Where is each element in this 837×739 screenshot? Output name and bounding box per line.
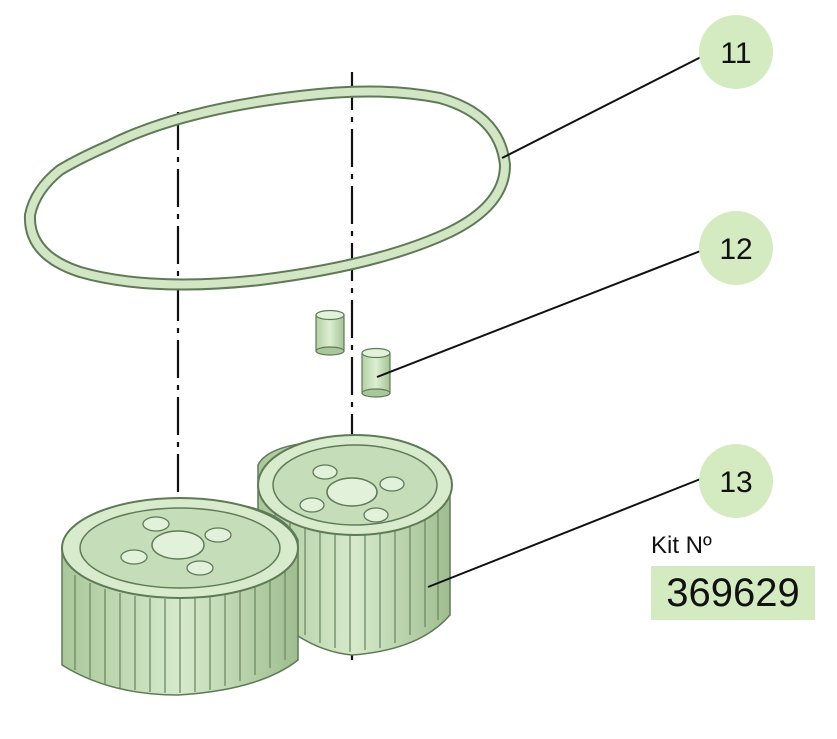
callout-12-label: 12 [719,233,752,266]
gear-pair-part [61,434,453,696]
leader-lines [376,55,704,588]
kit-number-label: Kit Nº [651,532,712,559]
callout-11: 11 [699,15,773,89]
callout-12: 12 [699,211,773,285]
pin-part-left [315,309,345,356]
o-ring-part [23,85,511,291]
gear-left [61,497,299,696]
callout-13: 13 [699,444,773,518]
kit-number-badge: 369629 [651,566,815,620]
callout-11-label: 11 [720,37,751,70]
kit-number-value: 369629 [666,570,800,615]
callout-13-label: 13 [719,466,752,499]
gear-right [257,434,453,656]
